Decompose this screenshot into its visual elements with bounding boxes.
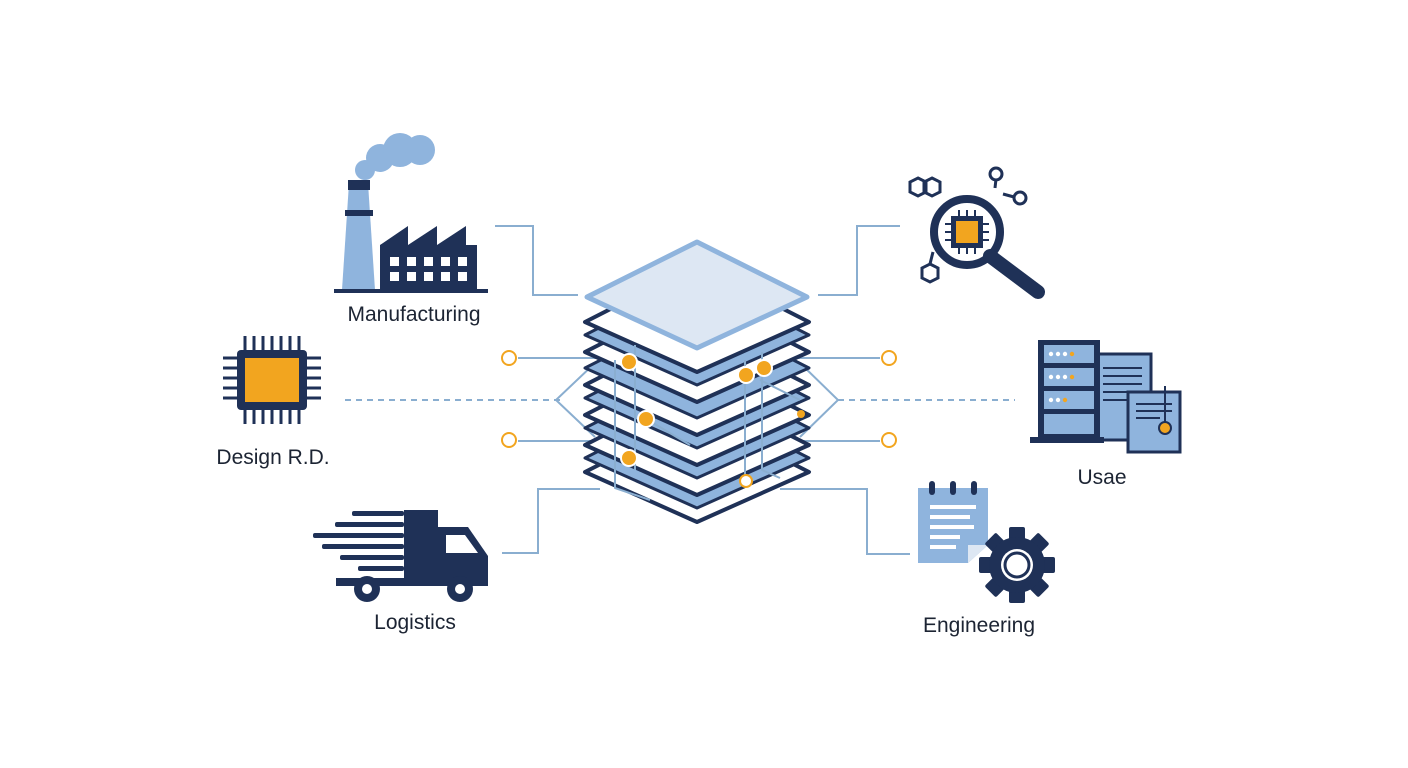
label-design: Design R.D. xyxy=(216,446,330,469)
node-right-top xyxy=(881,350,897,366)
label-usage: Usae xyxy=(1077,466,1127,489)
stack-top-plate xyxy=(584,239,810,351)
connector-engineering xyxy=(780,488,910,555)
node-right-bottom xyxy=(881,432,897,448)
node-left-bottom xyxy=(501,432,517,448)
side-nodes xyxy=(501,350,897,448)
connector-search xyxy=(818,225,900,296)
truck-icon xyxy=(313,510,488,602)
factory-icon xyxy=(334,133,488,293)
connector-lines xyxy=(345,225,1015,555)
label-manufacturing: Manufacturing xyxy=(347,303,481,326)
chip-icon xyxy=(223,336,321,424)
connector-logistics xyxy=(502,488,600,554)
servers-documents-icon xyxy=(1030,340,1182,454)
connector-manufacturing xyxy=(495,225,578,296)
label-engineering: Engineering xyxy=(922,614,1036,637)
document-gear-icon xyxy=(918,481,1055,603)
label-logistics: Logistics xyxy=(374,611,456,634)
central-data-stack xyxy=(583,239,811,524)
node-left-top xyxy=(501,350,517,366)
magnifier-chip-icon xyxy=(908,166,1045,299)
